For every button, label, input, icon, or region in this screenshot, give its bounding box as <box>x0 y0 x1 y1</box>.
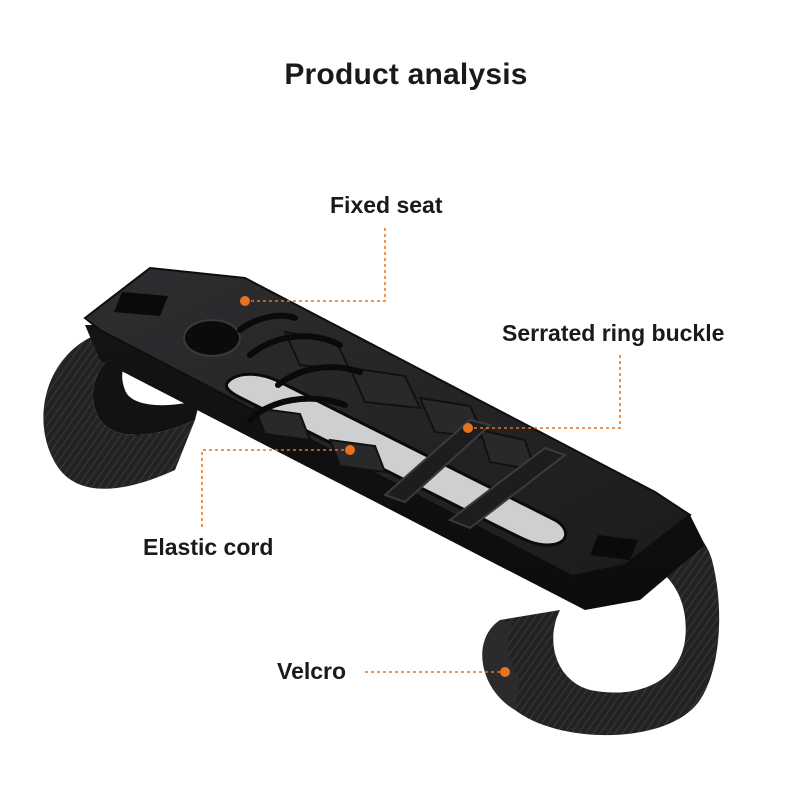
callout-dot-elastic-cord <box>345 445 355 455</box>
round-hole <box>183 319 241 357</box>
label-serrated-ring-buckle: Serrated ring buckle <box>502 320 725 346</box>
label-elastic-cord: Elastic cord <box>143 534 274 560</box>
callout-dot-fixed-seat <box>240 296 250 306</box>
leader-line-fixed-seat <box>245 228 386 302</box>
leader-line-elastic-cord <box>201 449 350 528</box>
label-velcro: Velcro <box>277 658 347 684</box>
callout-dot-velcro <box>500 667 510 677</box>
elastic-cord <box>237 312 363 423</box>
page-title: Product analysis <box>284 58 528 91</box>
serrated-ring-buckle <box>383 418 568 530</box>
velcro-strap-left <box>43 335 200 489</box>
callout-dots <box>240 296 510 677</box>
leader-lines <box>201 228 621 673</box>
square-slot-right <box>590 535 638 560</box>
label-fixed-seat: Fixed seat <box>330 192 443 218</box>
square-slot-left <box>114 292 168 316</box>
callout-dot-serrated-buckle <box>463 423 473 433</box>
leader-line-serrated-buckle <box>468 352 621 429</box>
